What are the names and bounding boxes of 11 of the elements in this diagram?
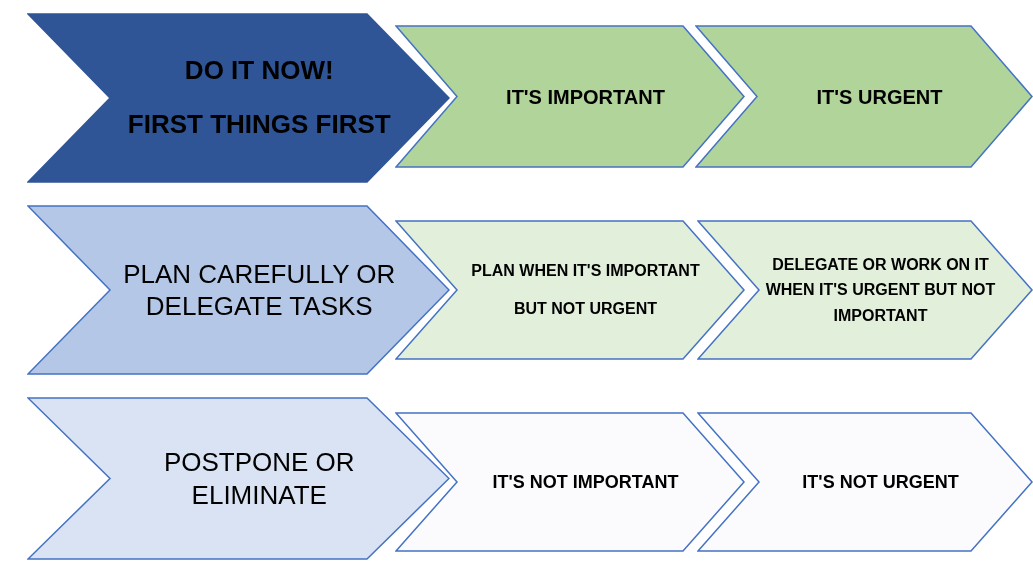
chevron-label: DELEGATE OR WORK ON IT WHEN IT'S URGENT BUT NOT IMPORTANT <box>764 254 997 326</box>
chevron-label: IT'S NOT URGENT <box>802 470 959 494</box>
chevron-label: IT'S NOT IMPORTANT <box>492 470 679 494</box>
chevron-label: POSTPONE OR ELIMINATE <box>162 446 356 511</box>
chevron-label: FIRST THINGS FIRST <box>127 108 391 141</box>
chevron-label: IT'S IMPORTANT <box>506 84 665 110</box>
chevron-label: PLAN CAREFULLY OR DELEGATE TASKS <box>122 257 397 323</box>
chevron-label: PLAN WHEN IT'S IMPORTANT <box>471 261 700 282</box>
chevron-label: DO IT NOW! <box>184 54 334 88</box>
chevron-label: BUT NOT URGENT <box>513 299 658 319</box>
chevron-label: IT'S URGENT <box>816 84 943 110</box>
